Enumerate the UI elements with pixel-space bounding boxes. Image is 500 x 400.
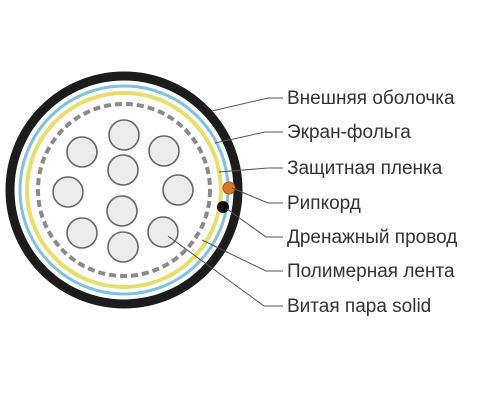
leader-lines <box>167 97 283 307</box>
conductor <box>147 216 179 248</box>
leader-line-foil-screen <box>214 131 283 144</box>
conductor <box>52 176 84 208</box>
conductor <box>108 119 140 151</box>
leader-line-outer-sheath <box>211 97 283 112</box>
label-polymer-tape: Полимерная лента <box>287 261 455 282</box>
label-foil-screen: Экран-фольга <box>287 122 411 143</box>
conductor <box>148 135 180 167</box>
conductor <box>162 174 194 206</box>
label-twisted-pair: Витая пара solid <box>287 296 432 317</box>
leader-line-drain-wire <box>226 208 283 238</box>
label-ripcord: Рипкорд <box>287 193 361 214</box>
conductor <box>107 154 139 186</box>
leader-line-protective-film <box>218 167 283 173</box>
drain-wire-element <box>217 201 229 213</box>
twisted-pair-conductors <box>52 119 194 263</box>
polymer-tape-layer <box>36 102 212 278</box>
protective-film-layer <box>25 91 223 289</box>
conductor <box>106 195 138 227</box>
leader-line-polymer-tape <box>201 239 283 272</box>
outer-sheath-layer <box>5 71 243 309</box>
leader-line-twisted-pair <box>167 235 283 307</box>
label-drain-wire: Дренажный провод <box>287 227 458 248</box>
label-protective-film: Защитная пленка <box>287 158 443 179</box>
conductor <box>66 136 98 168</box>
conductor <box>66 217 98 249</box>
label-outer-sheath: Внешняя оболочка <box>287 88 455 109</box>
ripcord-element <box>222 181 236 195</box>
conductor <box>107 231 139 263</box>
leader-line-ripcord <box>231 187 283 204</box>
